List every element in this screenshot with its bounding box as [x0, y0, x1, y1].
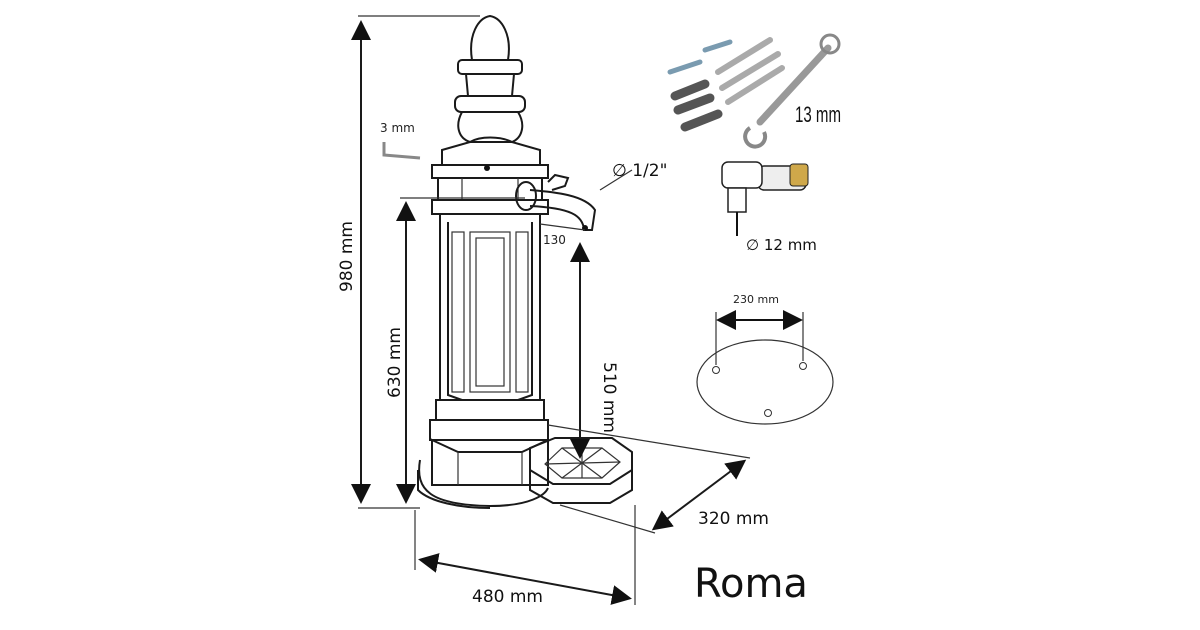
- spout-offset-label: 130: [543, 233, 566, 247]
- depth-label: 320 mm: [698, 509, 769, 529]
- drill-icon: [721, 161, 809, 236]
- drill-bit-label: ∅ 12 mm: [746, 236, 817, 254]
- bolts-and-anchors-icon: [667, 37, 785, 132]
- wrench-icon: [743, 33, 841, 149]
- hex-key-label: 3 mm: [380, 121, 415, 135]
- spout-height-label: 510 mm: [599, 362, 619, 433]
- pipe-diameter-label: ∅ 1/2": [612, 161, 667, 181]
- total-height-label: 980 mm: [337, 221, 357, 292]
- dimension-lines: [351, 15, 751, 605]
- model-name: Roma: [694, 561, 808, 607]
- column-height-label: 630 mm: [385, 327, 405, 398]
- hex-key-icon: [382, 142, 421, 160]
- wrench-size-label: 13 mm: [795, 102, 841, 127]
- base-plate-diagram: [696, 310, 834, 425]
- hole-spacing-label: 230 mm: [733, 293, 779, 306]
- fountain-illustration: [417, 14, 633, 509]
- width-label: 480 mm: [472, 587, 543, 607]
